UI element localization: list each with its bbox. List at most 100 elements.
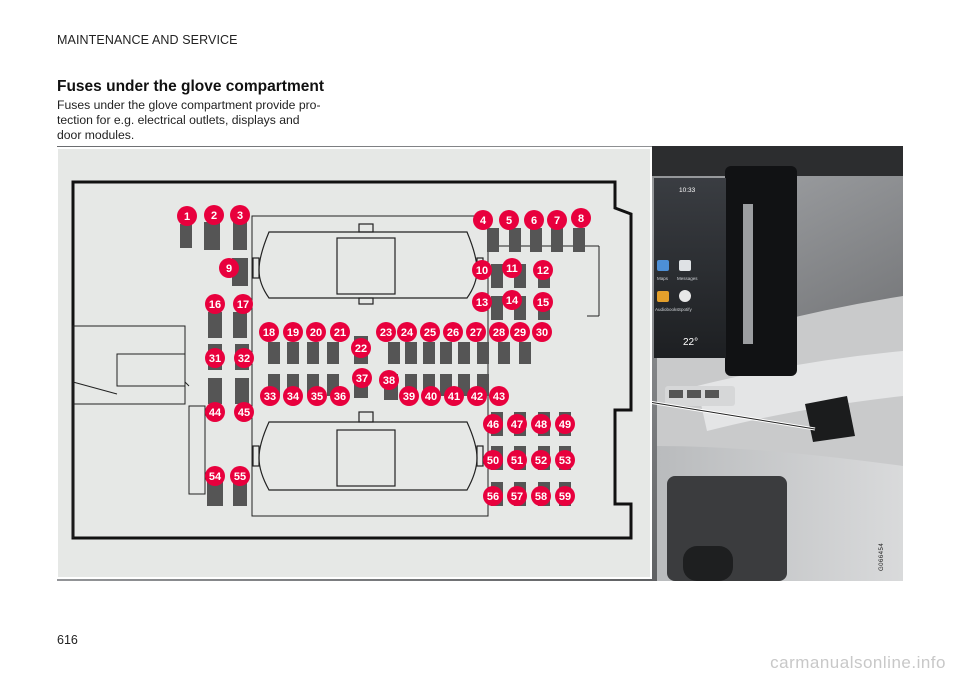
fuse-badge-53: 53 (555, 450, 575, 470)
fuse-27 (458, 342, 470, 364)
spotify-icon (679, 290, 691, 302)
page-number: 616 (57, 633, 78, 647)
fuse-badge-25: 25 (420, 322, 440, 342)
fuse-badge-33: 33 (260, 386, 280, 406)
fuse-badge-59: 59 (555, 486, 575, 506)
fuse-badge-41: 41 (444, 386, 464, 406)
fuse-badge-54: 54 (205, 466, 225, 486)
fuse-number-3: 3 (237, 210, 243, 222)
fuse-number-4: 4 (480, 215, 487, 227)
fuse-7 (551, 228, 563, 252)
fuse-badge-43: 43 (489, 386, 509, 406)
fuse-19 (287, 342, 299, 364)
fuse-number-24: 24 (401, 327, 414, 339)
fuse-badge-49: 49 (555, 414, 575, 434)
fuse-badge-48: 48 (531, 414, 551, 434)
section-header: MAINTENANCE AND SERVICE (57, 33, 238, 47)
fuse-number-58: 58 (535, 491, 547, 503)
fuse-badge-45: 45 (234, 402, 254, 422)
fuse-number-47: 47 (511, 419, 523, 431)
fuse-badge-24: 24 (397, 322, 417, 342)
fuse-number-21: 21 (334, 327, 346, 339)
fuse-number-55: 55 (234, 471, 246, 483)
fuse-number-50: 50 (487, 455, 499, 467)
fuse-badge-14: 14 (502, 290, 522, 310)
fuse-24 (405, 342, 417, 364)
fuse-number-56: 56 (487, 491, 499, 503)
fuse-3 (233, 222, 247, 250)
fuse-20 (307, 342, 319, 364)
fuse-29 (498, 342, 510, 364)
fuse-badge-13: 13 (472, 292, 492, 312)
fuse-44 (208, 378, 222, 404)
fuse-badge-34: 34 (283, 386, 303, 406)
fuse-badge-10: 10 (472, 260, 492, 280)
fuse-21 (327, 342, 339, 364)
fuse-number-13: 13 (476, 297, 488, 309)
fuse-13 (491, 296, 503, 320)
fuse-number-6: 6 (531, 215, 537, 227)
fuse-number-16: 16 (209, 299, 221, 311)
fuse-number-15: 15 (537, 297, 549, 309)
fuse-number-59: 59 (559, 491, 571, 503)
fuse-6 (530, 228, 542, 252)
fuse-23 (388, 342, 400, 364)
fuse-number-40: 40 (425, 391, 437, 403)
fuse-badge-50: 50 (483, 450, 503, 470)
fuse-badge-21: 21 (330, 322, 350, 342)
fuse-number-38: 38 (383, 375, 395, 387)
fuse-number-9: 9 (226, 263, 232, 275)
fuse-number-46: 46 (487, 419, 499, 431)
fuse-number-37: 37 (356, 373, 368, 385)
fuse-number-44: 44 (209, 407, 222, 419)
fuse-5 (509, 228, 521, 252)
fuse-8 (573, 228, 585, 252)
fuse-number-42: 42 (471, 391, 483, 403)
fuse-badge-52: 52 (531, 450, 551, 470)
center-display: 10:33 Maps Messages Audiobooks Spotify 2… (654, 178, 726, 358)
fuse-16 (208, 312, 222, 338)
fuse-number-14: 14 (506, 295, 519, 307)
fuse-10 (491, 264, 503, 288)
fuse-badge-2: 2 (204, 205, 224, 225)
fuse-number-18: 18 (263, 327, 275, 339)
fuse-number-23: 23 (380, 327, 392, 339)
fuse-box-figure: 10:33 Maps Messages Audiobooks Spotify 2… (57, 146, 903, 581)
relay-upper (252, 223, 484, 305)
fuse-number-31: 31 (209, 353, 221, 365)
fuse-number-34: 34 (287, 391, 300, 403)
fuse-number-10: 10 (476, 265, 488, 277)
fuse-badge-16: 16 (205, 294, 225, 314)
fuse-badge-4: 4 (473, 210, 493, 230)
fuse-number-53: 53 (559, 455, 571, 467)
app-label-audiobooks: Audiobooks (655, 307, 679, 312)
fuse-badge-26: 26 (443, 322, 463, 342)
fuse-badge-23: 23 (376, 322, 396, 342)
fuse-badge-46: 46 (483, 414, 503, 434)
fuse-number-51: 51 (511, 455, 523, 467)
fuse-25 (423, 342, 435, 364)
site-watermark: carmanualsonline.info (770, 653, 946, 672)
fuse-number-29: 29 (514, 327, 526, 339)
internal-wiring (251, 215, 600, 517)
fuse-number-11: 11 (506, 263, 518, 275)
body-paragraph: Fuses under the glove compartment provid… (57, 98, 321, 142)
fuse-number-2: 2 (211, 210, 217, 222)
fuse-17 (233, 312, 247, 338)
app-label-spotify: Spotify (678, 307, 693, 312)
fuse-badge-57: 57 (507, 486, 527, 506)
fuse-number-19: 19 (287, 327, 299, 339)
fuse-badge-36: 36 (330, 386, 350, 406)
display-time: 10:33 (679, 187, 696, 194)
fuse-badge-56: 56 (483, 486, 503, 506)
fuse-number-49: 49 (559, 419, 571, 431)
fuse-badge-9: 9 (219, 258, 239, 278)
fuse-badge-7: 7 (547, 210, 567, 230)
fuse-number-33: 33 (264, 391, 276, 403)
fuse-badge-44: 44 (205, 402, 225, 422)
fuse-2 (204, 222, 220, 250)
fuse-badge-28: 28 (489, 322, 509, 342)
fuse-badge-38: 38 (379, 370, 399, 390)
fuse-badge-58: 58 (531, 486, 551, 506)
fuse-45 (235, 378, 249, 404)
